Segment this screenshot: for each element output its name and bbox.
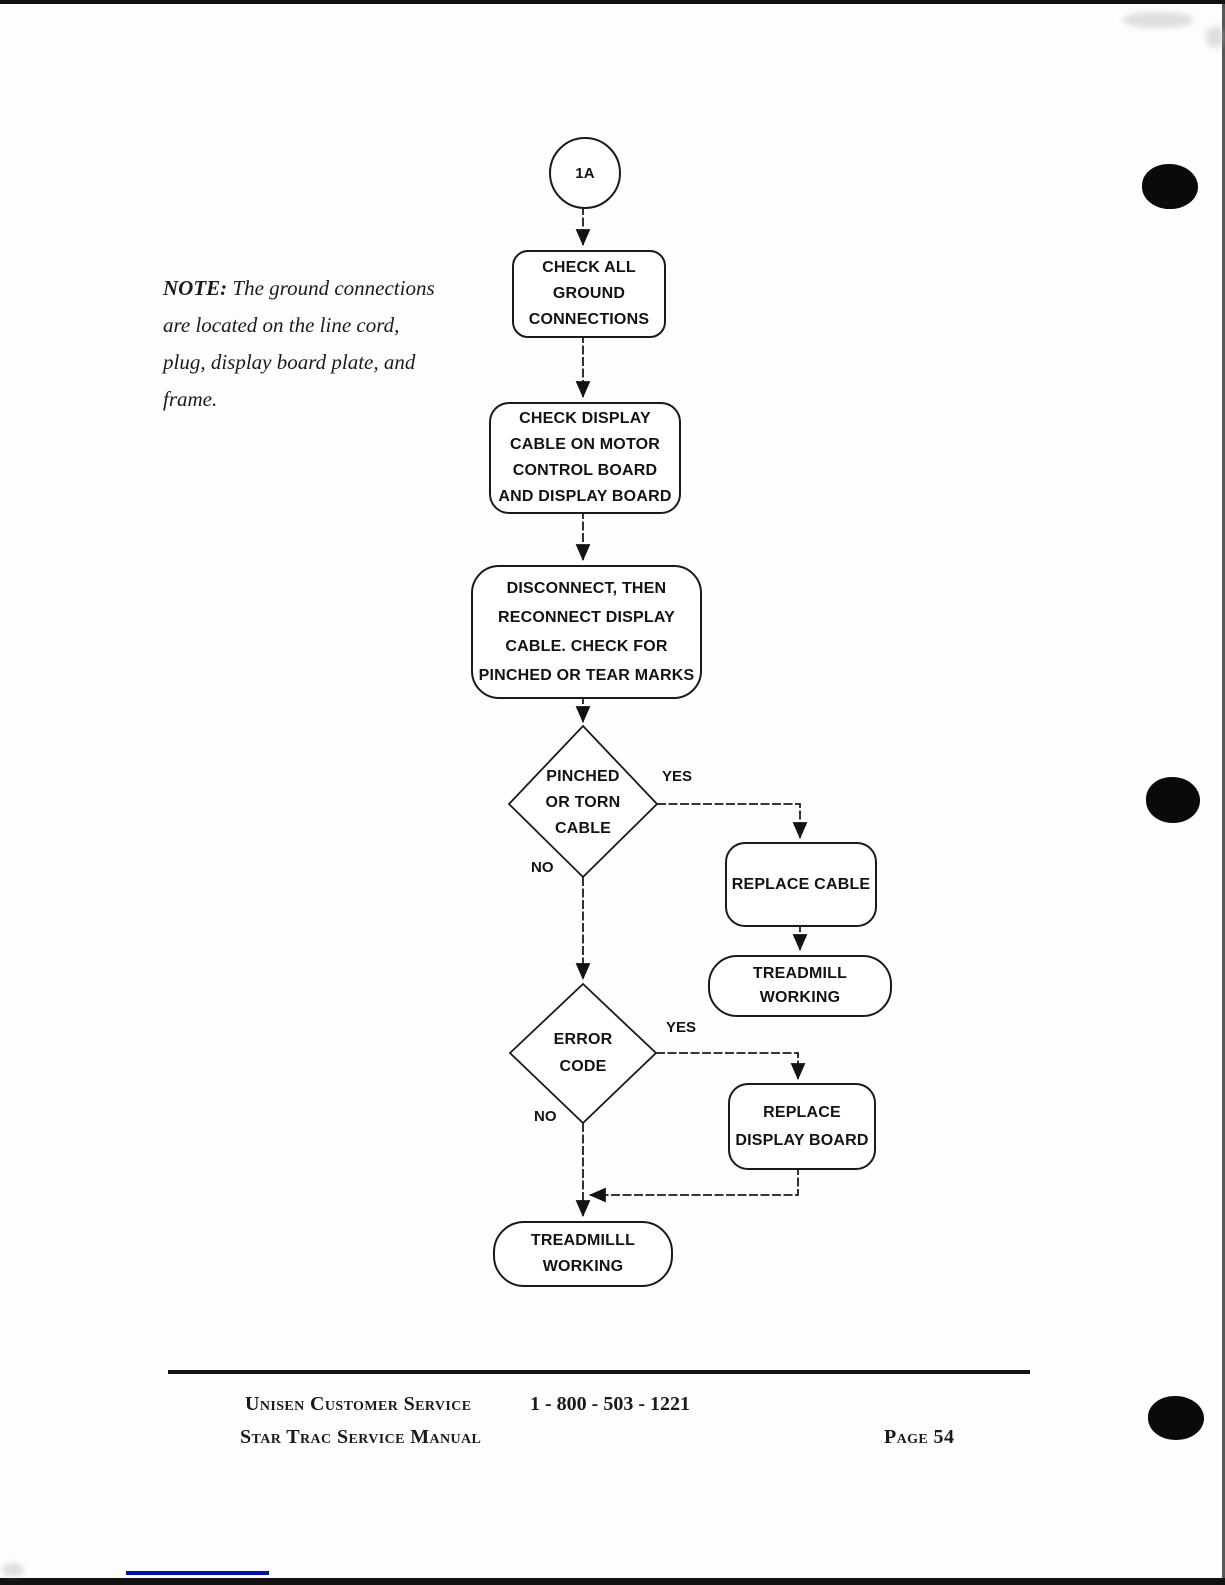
scan-smudge-bottom-left	[2, 1563, 24, 1577]
note-line-2: are located on the line cord,	[163, 313, 400, 337]
decision-error-label: ERROR CODE	[553, 1031, 613, 1075]
footer-rule	[168, 1370, 1030, 1374]
process-check-ground: CHECK ALL GROUND CONNECTIONS	[512, 250, 666, 338]
hole-punch-mark-bottom	[1148, 1396, 1204, 1440]
hole-punch-mark-middle	[1146, 777, 1200, 823]
footer-phone-number: 1 - 800 - 503 - 1221	[530, 1393, 690, 1415]
footer-manual-title: Star Trac Service Manual	[240, 1426, 482, 1448]
arrow-return-to-main-line	[588, 1166, 799, 1203]
decision-pinched-diamond	[507, 724, 659, 879]
process-replace-display-board: REPLACE DISPLAY BOARD	[728, 1083, 876, 1170]
yes-label-2: YES	[666, 1019, 697, 1036]
arrow-yes2-to-replace-display-board	[656, 1052, 806, 1081]
arrow-yes1-to-replace-cable	[657, 803, 808, 840]
scan-smudge-top-right	[1122, 12, 1194, 28]
footer-customer-service: Unisen Customer Service	[245, 1393, 472, 1415]
note-line-1: NOTE: The ground connections	[163, 270, 463, 307]
decision-error-diamond	[508, 982, 658, 1125]
note-line-3: plug, display board plate, and	[163, 350, 416, 374]
note-line-4: frame.	[163, 387, 218, 411]
hole-punch-mark-top	[1142, 164, 1198, 209]
terminal-treadmill-working-2: TREADMILLL WORKING	[493, 1221, 673, 1287]
no-label-1: NO	[531, 859, 554, 876]
process-disconnect-reconnect: DISCONNECT, THEN RECONNECT DISPLAY CABLE…	[471, 565, 702, 699]
process-check-display-cable: CHECK DISPLAY CABLE ON MOTOR CONTROL BOA…	[489, 402, 681, 514]
yes-label-1: YES	[662, 768, 693, 785]
footer-page-number: Page 54	[884, 1426, 955, 1448]
decision-pinched-label: PINCHED OR TORN CABLE	[545, 768, 621, 837]
blue-pen-mark	[126, 1571, 269, 1575]
note-prefix: NOTE:	[163, 276, 228, 300]
note-text: NOTE: The ground connections are located…	[163, 270, 463, 418]
process-replace-cable: REPLACE CABLE	[725, 842, 877, 927]
scan-border-bottom	[0, 1578, 1225, 1585]
start-connector-1a: 1A	[549, 137, 621, 209]
scan-border-right	[1222, 0, 1225, 1585]
no-label-2: NO	[534, 1108, 557, 1125]
terminal-treadmill-working-1: TREADMILL WORKING	[708, 955, 892, 1017]
note-line-1-rest: The ground connections	[227, 276, 435, 300]
scan-smudge-right-edge	[1206, 26, 1224, 48]
scan-border-top	[0, 0, 1225, 4]
